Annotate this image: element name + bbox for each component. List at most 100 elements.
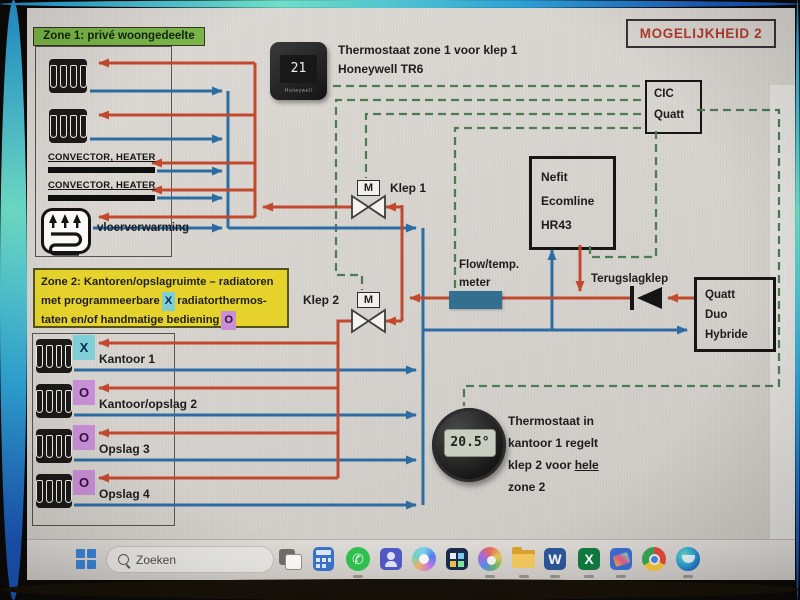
room3-badge: O (73, 425, 95, 450)
running-indicator (616, 575, 626, 578)
nefit-boiler-box: Nefit Ecomline HR43 (529, 156, 616, 250)
paint-icon[interactable] (477, 546, 503, 572)
running-indicator (683, 575, 693, 578)
zone1-radiator-1 (49, 59, 87, 93)
thermostat-zone2-caption-2: kantoor 1 regelt (508, 436, 599, 450)
cic-label: CIC (654, 88, 674, 100)
cic-quatt-controller-box: CIC Quatt (645, 80, 702, 134)
room3-label: Opslag 3 (99, 442, 150, 456)
convector-heater-label-2: CONVECTOR, HEATER (48, 180, 156, 191)
edge-icon[interactable] (675, 546, 701, 572)
teams-icon[interactable] (378, 546, 404, 572)
word-icon[interactable]: W (542, 546, 568, 572)
valve1-motor-box: M (357, 180, 380, 196)
photo-edge-bottom (0, 579, 800, 600)
zone2-line2-text: met programmeerbare (41, 295, 160, 307)
valve2-symbol (351, 308, 386, 334)
valve2-label: Klep 2 (303, 293, 340, 307)
photo-edge-top (0, 0, 800, 8)
heatpump-line3: Hybride (705, 329, 748, 341)
control-lines (333, 84, 781, 406)
search-icon (118, 554, 129, 565)
nefit-line3: HR43 (541, 218, 572, 232)
task-view-icon[interactable] (277, 546, 303, 572)
zone1-radiator-2 (49, 109, 87, 143)
thermostat-zone1-caption-1: Thermostaat zone 1 voor klep 1 (338, 43, 518, 57)
thermostat-zone2-caption-1: Thermostaat in (508, 414, 595, 428)
photo-edge-left (0, 0, 27, 600)
thermostat-zone1-display: 21 (280, 55, 317, 83)
zone2-radiator-3 (36, 429, 72, 463)
file-explorer-icon[interactable] (511, 546, 537, 572)
zone1-outline-box (35, 46, 172, 257)
room4-label: Opslag 4 (99, 487, 150, 501)
zone2-header-line1: Zone 2: Kantoren/opslagruimte – radiator… (41, 276, 274, 288)
room4-badge: O (73, 470, 95, 495)
room1-label: Kantoor 1 (99, 352, 156, 366)
return-pipes (74, 86, 688, 510)
zone2-line2-text2: radiatorthermos- (177, 295, 267, 307)
valve2-motor-box: M (357, 292, 380, 308)
supply-pipes (98, 58, 694, 483)
heatpump-line2: Duo (705, 309, 728, 321)
heatpump-line1: Quatt (705, 289, 736, 301)
calculator-icon[interactable] (311, 546, 337, 572)
valve1-label: Klep 1 (390, 181, 427, 195)
quatt-duo-hybride-box: Quatt Duo Hybride (694, 277, 776, 352)
photo-edge-right (795, 0, 800, 600)
search-placeholder: Zoeken (136, 552, 177, 567)
microsoft-store-icon[interactable] (444, 546, 470, 572)
thermostat-zone2: 20.5° (432, 408, 506, 482)
zone2-outline-box (32, 333, 175, 526)
taskbar-search[interactable]: Zoeken (106, 546, 274, 573)
photos-icon[interactable] (608, 546, 634, 572)
windows-taskbar: Zoeken ✆ (27, 539, 795, 580)
zone2-o-mark: O (221, 311, 237, 330)
running-indicator (353, 575, 363, 578)
nefit-line2: Ecomline (541, 194, 595, 208)
flow-meter-label-2: meter (459, 277, 491, 289)
thermostat-zone1: 21 Honeywell (270, 42, 327, 100)
nefit-line1: Nefit (541, 170, 568, 184)
chrome-icon[interactable] (641, 546, 667, 572)
check-valve-label: Terugslagklep (591, 273, 669, 285)
windows-start-button[interactable] (76, 549, 96, 569)
thermostat-zone1-brand: Honeywell (284, 88, 313, 94)
zone2-radiator-1 (36, 339, 72, 373)
zone1-header: Zone 1: privé woongedeelte (33, 27, 205, 46)
thermostat-zone2-caption-3: klep 2 voor hele (508, 458, 599, 472)
convector-heater-bar-2 (48, 195, 155, 201)
excel-icon[interactable]: X (576, 546, 602, 572)
room1-badge: X (73, 335, 95, 360)
zone2-radiator-2 (36, 384, 72, 418)
room2-badge: O (73, 380, 95, 405)
zone2-line3-text: taten en/of handmatige bediening (41, 314, 220, 326)
thermostat-zone2-caption-4: zone 2 (508, 480, 546, 494)
running-indicator (485, 575, 495, 578)
caption3-underlined-word: hele (574, 458, 599, 472)
mogelijkheid-badge: MOGELIJKHEID 2 (626, 19, 776, 48)
zone2-header-box: Zone 2: Kantoren/opslagruimte – radiator… (33, 268, 289, 330)
convector-heater-bar-1 (48, 167, 155, 173)
running-indicator (584, 575, 594, 578)
running-indicator (550, 575, 560, 578)
check-valve-icon (630, 286, 662, 310)
flow-meter-label-1: Flow/temp. (459, 259, 520, 271)
whatsapp-icon[interactable]: ✆ (345, 546, 371, 572)
flow-meter-icon (449, 291, 502, 309)
thermostat-zone1-caption-2: Honeywell TR6 (338, 62, 424, 76)
running-indicator (519, 575, 529, 578)
quatt-label: Quatt (654, 109, 685, 121)
zone2-x-mark: X (161, 292, 176, 311)
copilot-icon[interactable] (411, 546, 437, 572)
valve1-symbol (351, 194, 386, 220)
room2-label: Kantoor/opslag 2 (99, 397, 198, 411)
caption3-text: klep 2 voor (508, 458, 572, 472)
zone2-radiator-4 (36, 474, 72, 508)
thermostat-zone2-display: 20.5° (444, 429, 496, 457)
convector-heater-label-1: CONVECTOR, HEATER (48, 152, 156, 163)
